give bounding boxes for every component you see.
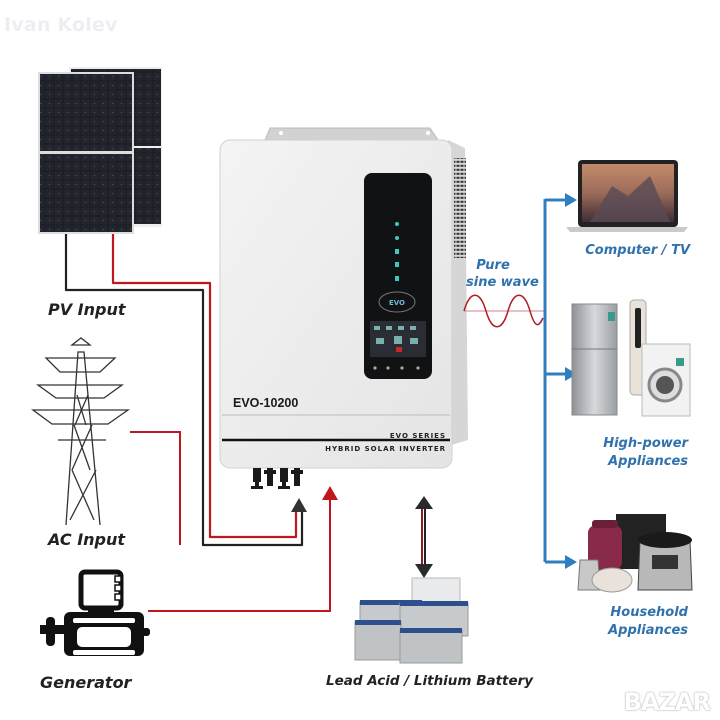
- pv-wiring: [64, 234, 304, 547]
- load-label-household-line1: Household: [610, 605, 688, 620]
- sine-wave-icon: [463, 294, 544, 328]
- generator-label: Generator: [40, 673, 132, 692]
- load-label-high-power-line2: Appliances: [608, 454, 688, 469]
- load-label-household-line2: Appliances: [608, 623, 688, 638]
- battery-bidirectional-arrow-icon: [415, 496, 433, 578]
- author-watermark: Ivan Kolev: [4, 14, 118, 36]
- arrow-right-icon: [565, 555, 577, 569]
- output-distribution-lines: [543, 198, 568, 564]
- pv-arrow-icon: [291, 498, 307, 512]
- battery-label: Lead Acid / Lithium Battery: [326, 673, 534, 689]
- arrow-right-icon: [565, 367, 577, 381]
- generator-icon: [40, 569, 150, 656]
- display-logo: EVO: [389, 299, 405, 307]
- vent-grille: [454, 158, 466, 258]
- arrow-right-icon: [565, 193, 577, 207]
- refrigerator-washer-icon: [571, 299, 691, 417]
- inverter-unit: EVO: [219, 127, 468, 489]
- site-watermark: BAZAR: [623, 688, 711, 716]
- ac-input-label: AC Input: [48, 530, 126, 549]
- kitchen-appliances-icon: [577, 514, 693, 593]
- solar-panel-icon: [38, 67, 162, 234]
- inverter-model: EVO-10200: [233, 396, 299, 410]
- battery-bank-icon: [354, 577, 469, 664]
- pv-input-label: PV Input: [48, 300, 126, 319]
- inverter-series: EVO SERIES: [389, 432, 446, 440]
- waveform-label-line2: sine wave: [466, 275, 539, 290]
- generator-arrow-icon: [322, 486, 338, 500]
- status-indicator-icons: [395, 222, 399, 281]
- panel-buttons: [373, 366, 420, 370]
- generator-wire: [148, 497, 331, 612]
- power-tower-icon: [31, 337, 131, 526]
- laptop-icon: [566, 160, 688, 232]
- load-label-computer: Computer / TV: [585, 243, 690, 258]
- pv-connectors: [251, 468, 303, 489]
- inverter-type: HYBRID SOLAR INVERTER: [325, 445, 446, 453]
- load-label-high-power-line1: High-power: [603, 436, 688, 451]
- waveform-label-line1: Pure: [476, 258, 510, 273]
- ac-wire: [130, 431, 181, 545]
